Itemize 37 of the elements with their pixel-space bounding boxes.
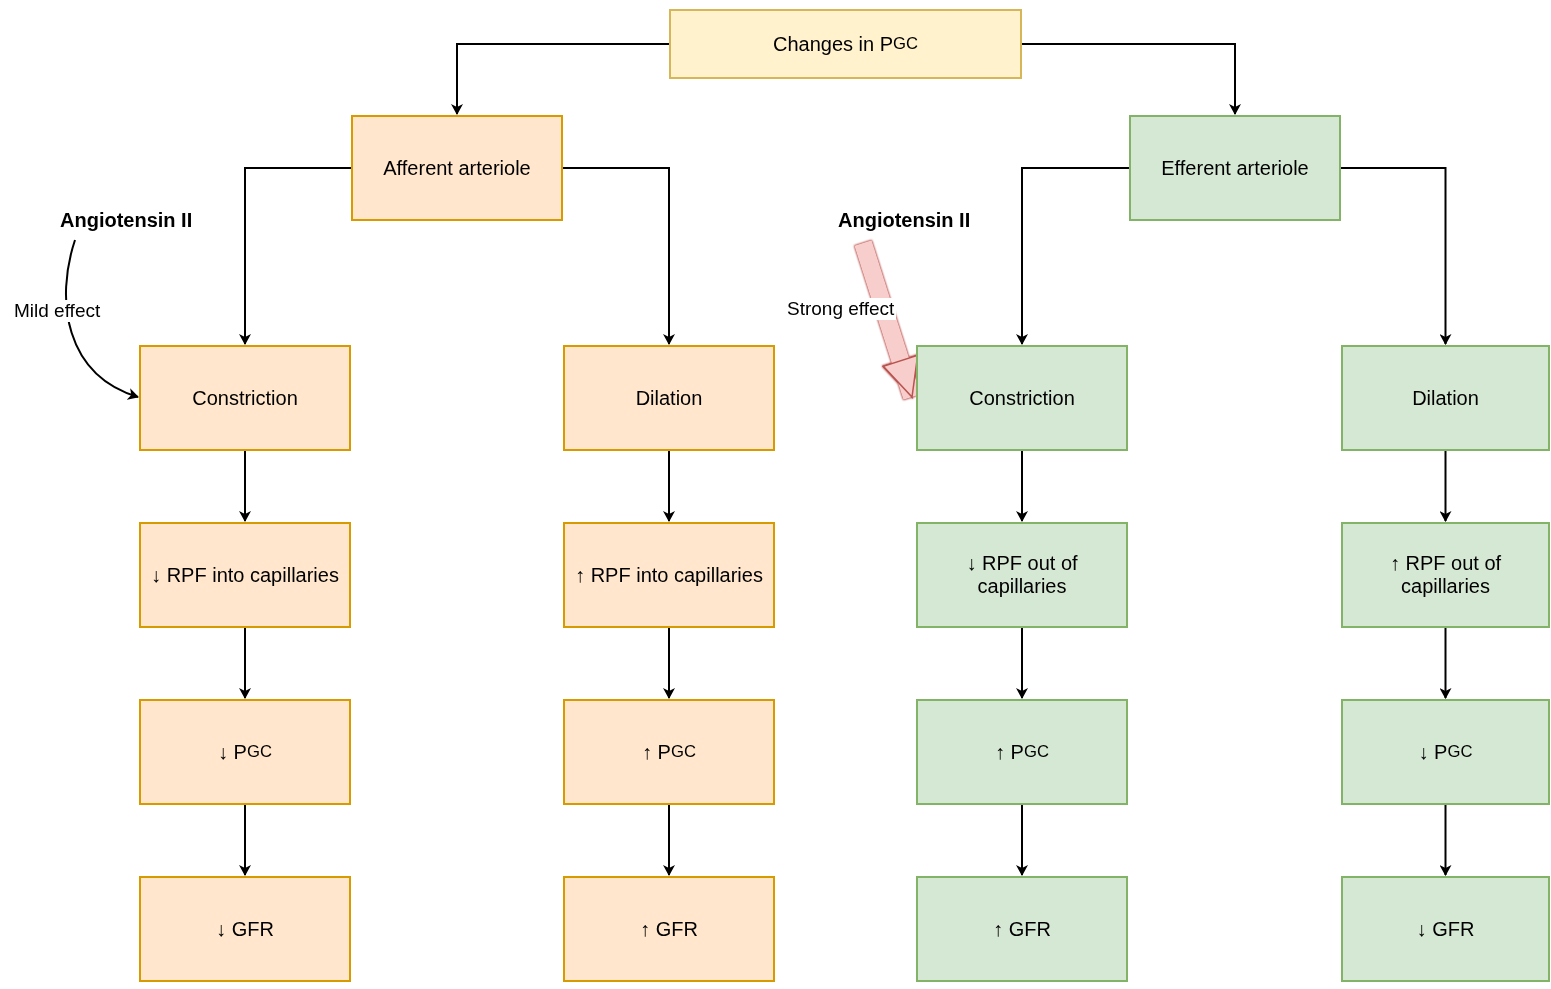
process-box: Constriction: [916, 345, 1128, 451]
arrow: [1439, 627, 1452, 699]
arrow: [663, 627, 675, 699]
arrow: [1016, 450, 1028, 522]
process-box: Afferent arteriole: [351, 115, 563, 221]
agent-label: Angiotensin II: [838, 209, 983, 237]
arrow: [1016, 804, 1028, 876]
arrow: [1439, 804, 1452, 876]
curved-arrow: [65, 239, 139, 399]
edge-label: Strong effect: [785, 298, 897, 320]
process-box: ↑ GFR: [563, 876, 775, 982]
arrow: [562, 167, 675, 345]
arrow: [663, 450, 675, 522]
process-box: ↑ RPF into capillaries: [563, 522, 775, 628]
process-box: ↓ RPF out of capillaries: [916, 522, 1128, 628]
arrow: [239, 627, 251, 699]
process-box: Dilation: [563, 345, 775, 451]
arrow: [1016, 167, 1130, 345]
process-box: Dilation: [1341, 345, 1550, 451]
process-box: ↓ GFR: [139, 876, 351, 982]
arrow: [1021, 43, 1241, 115]
arrow: [239, 804, 251, 876]
arrow: [663, 804, 675, 876]
arrow: [451, 43, 670, 115]
arrow: [1340, 167, 1452, 345]
arrow: [239, 167, 352, 345]
process-box: ↓ GFR: [1341, 876, 1550, 982]
process-box: Efferent arteriole: [1129, 115, 1341, 221]
process-box: ↑ RPF out of capillaries: [1341, 522, 1550, 628]
edge-label: Mild effect: [12, 300, 103, 322]
process-box: ↑ GFR: [916, 876, 1128, 982]
process-box: ↓ RPF into capillaries: [139, 522, 351, 628]
process-box: Constriction: [139, 345, 351, 451]
arrow: [1016, 627, 1028, 699]
agent-label: Angiotensin II: [60, 209, 205, 237]
arrow: [239, 450, 251, 522]
arrow: [1439, 450, 1452, 522]
